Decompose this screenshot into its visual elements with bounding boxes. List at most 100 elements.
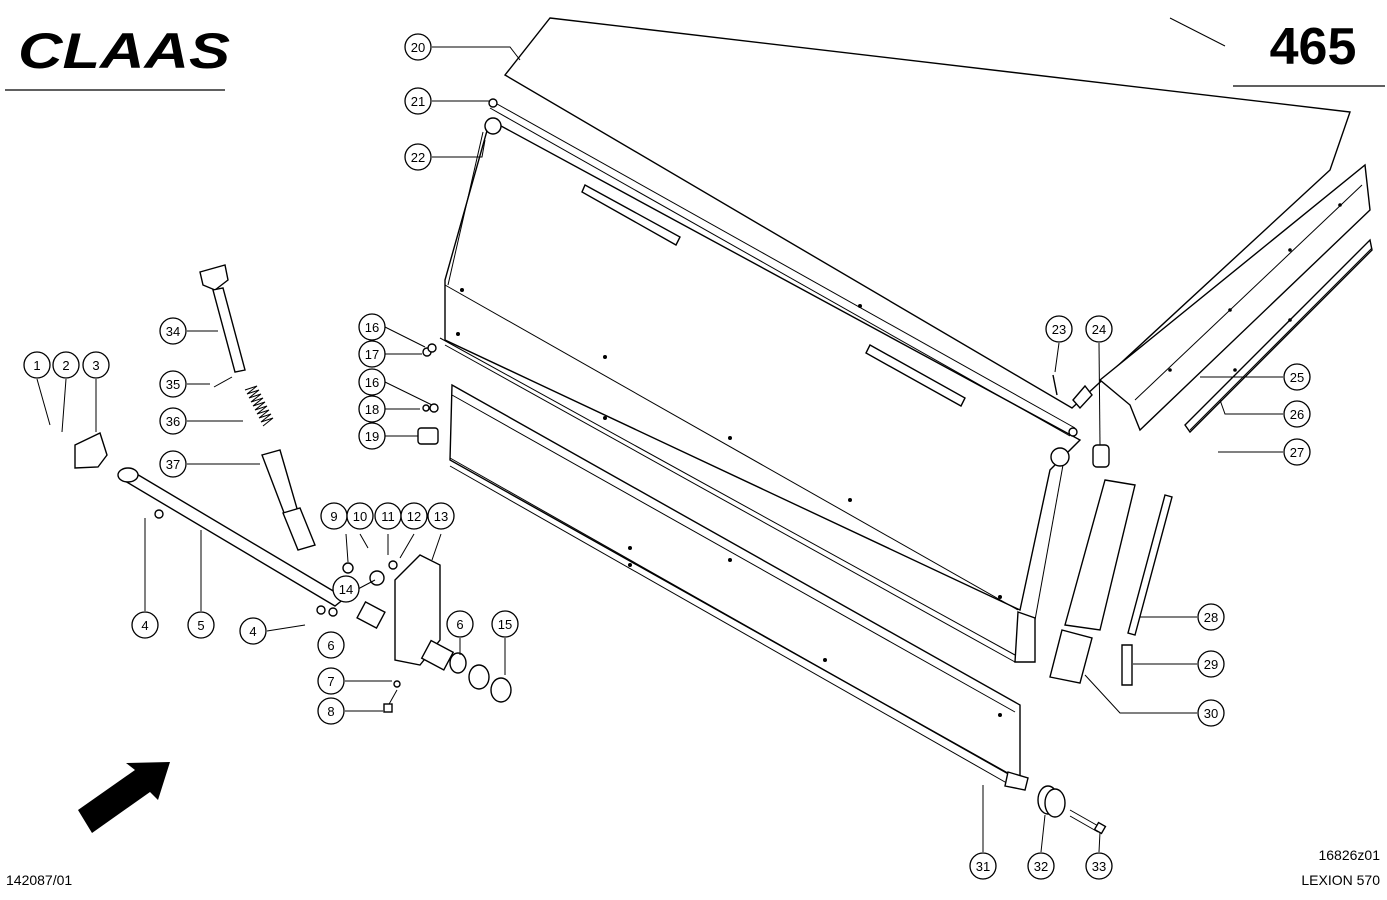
callout-21: 21 (404, 87, 432, 115)
callout-number: 14 (339, 582, 353, 597)
model-name: LEXION 570 (1301, 872, 1380, 888)
callout-9: 9 (320, 502, 348, 530)
callout-circle (159, 370, 187, 398)
callout-4: 4 (131, 611, 159, 639)
page-number: 465 (1270, 18, 1357, 76)
callout-24: 24 (1085, 315, 1113, 343)
callout-number: 27 (1290, 445, 1304, 460)
callout-number: 22 (411, 150, 425, 165)
callout-circle (358, 313, 386, 341)
callout-circle (1085, 315, 1113, 343)
callout-22: 22 (404, 143, 432, 171)
callout-number: 24 (1092, 322, 1106, 337)
claas-logo: CLAAS (18, 23, 230, 79)
callout-circle (969, 852, 997, 880)
callout-32: 32 (1027, 852, 1055, 880)
callout-33: 33 (1085, 852, 1113, 880)
callout-circle (1027, 852, 1055, 880)
callout-circle (1197, 699, 1225, 727)
callout-18: 18 (358, 395, 386, 423)
callout-14: 14 (332, 575, 360, 603)
callout-circle (317, 631, 345, 659)
callout-2: 2 (52, 351, 80, 379)
callout-number: 16 (365, 320, 379, 335)
callout-number: 19 (365, 429, 379, 444)
callout-circle (1283, 438, 1311, 466)
callout-circle (1197, 650, 1225, 678)
callout-15: 15 (491, 610, 519, 638)
callout-number: 20 (411, 40, 425, 55)
lower-pivot-hardware (1037, 785, 1107, 835)
callout-circle (159, 317, 187, 345)
callout-number: 6 (327, 638, 334, 653)
callout-number: 37 (166, 457, 180, 472)
callout-circle (491, 610, 519, 638)
callout-circle (404, 87, 432, 115)
callout-circle (404, 33, 432, 61)
callout-circle (82, 351, 110, 379)
callout-34: 34 (159, 317, 187, 345)
callout-1: 1 (23, 351, 51, 379)
callout-number: 30 (1204, 706, 1218, 721)
callout-number: 29 (1204, 657, 1218, 672)
callout-circle (427, 502, 455, 530)
callout-36: 36 (159, 407, 187, 435)
callout-25: 25 (1283, 363, 1311, 391)
doc-number: 142087/01 (6, 872, 72, 888)
callout-circle (1283, 400, 1311, 428)
callout-circle (346, 502, 374, 530)
callout-number: 5 (197, 618, 204, 633)
callout-26: 26 (1283, 400, 1311, 428)
callout-circle (404, 143, 432, 171)
callout-6: 6 (446, 610, 474, 638)
callout-number: 35 (166, 377, 180, 392)
callout-circle (332, 575, 360, 603)
callout-circle (358, 340, 386, 368)
side-strips (1098, 163, 1373, 434)
callout-circle (23, 351, 51, 379)
callout-circle (131, 611, 159, 639)
callout-number: 1 (33, 358, 40, 373)
callout-number: 6 (456, 617, 463, 632)
callout-27: 27 (1283, 438, 1311, 466)
callout-20: 20 (404, 33, 432, 61)
callout-number: 10 (353, 509, 367, 524)
callout-circle (239, 617, 267, 645)
callout-circle (358, 395, 386, 423)
callout-circle (317, 697, 345, 725)
top-rail (488, 17, 1351, 437)
callout-5: 5 (187, 611, 215, 639)
callout-19: 19 (358, 422, 386, 450)
left-linkage (74, 264, 512, 833)
lower-deflector-panel (449, 383, 1029, 791)
callout-number: 25 (1290, 370, 1304, 385)
pin-23 (1052, 374, 1058, 396)
callout-number: 18 (365, 402, 379, 417)
callout-12: 12 (400, 502, 428, 530)
callout-circle (1045, 315, 1073, 343)
callout-number: 33 (1092, 859, 1106, 874)
callout-10: 10 (346, 502, 374, 530)
end-brackets (1049, 479, 1173, 686)
callout-11: 11 (374, 502, 402, 530)
callout-circle (446, 610, 474, 638)
callout-8: 8 (317, 697, 345, 725)
callout-number: 21 (411, 94, 425, 109)
callout-7: 7 (317, 667, 345, 695)
callout-number: 8 (327, 704, 334, 719)
callout-30: 30 (1197, 699, 1225, 727)
callout-circle (187, 611, 215, 639)
bushing-24 (1092, 444, 1110, 468)
callout-3: 3 (82, 351, 110, 379)
upper-deflector-panel (439, 117, 1082, 663)
callout-number: 3 (92, 358, 99, 373)
drawing-id: 16826z01 (1318, 847, 1380, 863)
callout-number: 17 (365, 347, 379, 362)
callout-35: 35 (159, 370, 187, 398)
callout-number: 36 (166, 414, 180, 429)
callout-number: 26 (1290, 407, 1304, 422)
callout-number: 23 (1052, 322, 1066, 337)
callout-16: 16 (358, 313, 386, 341)
callout-circle (159, 450, 187, 478)
